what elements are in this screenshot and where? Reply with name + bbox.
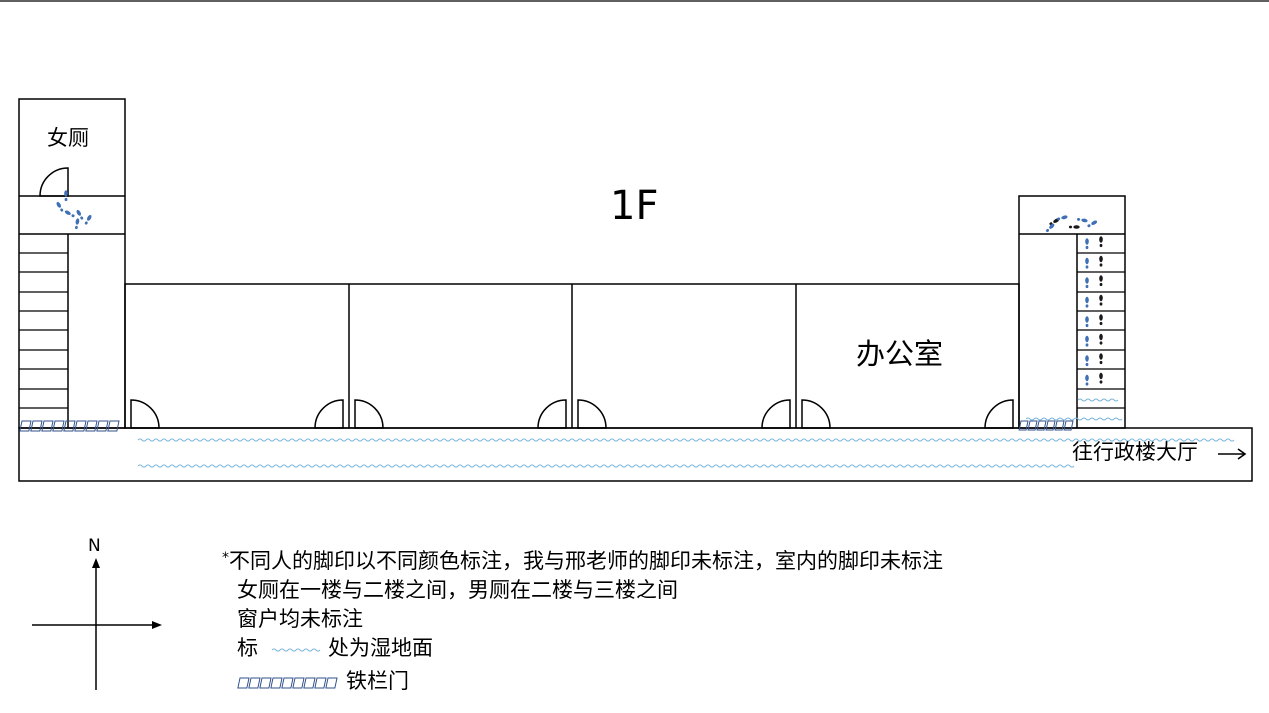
footprint-icon [1085, 296, 1089, 308]
footprint-icon [1085, 374, 1089, 386]
door-swing-icon [314, 399, 344, 429]
wet-floor-wave-icon [137, 438, 1235, 442]
footprint-icon [1085, 277, 1089, 289]
footprint-icon [1099, 372, 1103, 384]
corridor [18, 427, 1253, 482]
door-swing-icon [354, 399, 384, 429]
footprint-icon [1099, 255, 1103, 267]
east-stairs [1077, 252, 1125, 409]
west-stairs [19, 252, 68, 409]
footprint-icon [84, 214, 92, 225]
footprint-icon [1085, 316, 1089, 328]
office-label: 办公室 [856, 337, 944, 371]
door-swing-icon [984, 399, 1014, 429]
compass-arrow-icon [32, 558, 162, 690]
wet-floor-wave-icon [1077, 398, 1119, 402]
footprint-icon [1046, 223, 1055, 232]
exit-label: 往行政楼大厅 [1072, 440, 1198, 464]
footprints [56, 190, 1103, 386]
footprint-icon [64, 210, 75, 218]
footprint-icon [1099, 314, 1103, 326]
legend-note-restrooms: 女厕在一楼与二楼之间，男厕在二楼与三楼之间 [237, 578, 678, 602]
footprint-icon [1099, 236, 1103, 248]
door-swing-icon [761, 399, 791, 429]
footprint-icon [64, 190, 68, 202]
wet-floor-wave-icon [1025, 417, 1123, 421]
footprint-icon [1099, 275, 1103, 287]
exit-arrow-icon [1218, 448, 1247, 460]
door-swing-icon [130, 399, 160, 429]
door-swing-icon [39, 167, 69, 197]
footprint-icon [1085, 238, 1089, 250]
footprint-icon [1099, 353, 1103, 365]
footprint-icon [1085, 257, 1089, 269]
legend-note-windows: 窗户均未标注 [237, 607, 363, 631]
wet-prefix: 标 [237, 636, 258, 660]
footprint-icon [1087, 220, 1098, 228]
footprint-icon [76, 209, 84, 220]
footprint-icon [1099, 333, 1103, 345]
footprint-icon [1099, 294, 1103, 306]
legend-gate-label: 铁栏门 [346, 669, 409, 693]
compass-north-label: N [88, 536, 101, 556]
footprint-icon [1085, 335, 1089, 347]
legend-note-footprints: *不同人的脚印以不同颜色标注，我与邢老师的脚印未标注，室内的脚印未标注 [222, 551, 943, 572]
footprint-icon [1076, 217, 1088, 223]
legend-note-wet: 标 处为湿地面 [237, 638, 433, 659]
footprint-icon [1085, 355, 1089, 367]
footprint-icon [1057, 215, 1068, 221]
iron-gate-icon [19, 420, 120, 432]
footprint-icon [74, 218, 80, 230]
door-swing-icon [537, 399, 567, 429]
womens-restroom-label: 女厕 [47, 126, 89, 150]
east-tower [1018, 195, 1126, 429]
wet-floor-waves [137, 398, 1235, 652]
door-swing-icon [801, 399, 831, 429]
wet-floor-wave-icon [137, 464, 1075, 468]
wet-floor-wave-icon [271, 648, 321, 652]
iron-gates [19, 420, 1074, 689]
doors [39, 167, 1014, 429]
floor-title: 1F [610, 183, 659, 229]
iron-gate-icon [237, 677, 338, 689]
note-star: * [222, 550, 229, 566]
wet-suffix: 处为湿地面 [328, 636, 433, 660]
note-footprints-text: 不同人的脚印以不同颜色标注，我与邢老师的脚印未标注，室内的脚印未标注 [229, 549, 943, 573]
door-swing-icon [577, 399, 607, 429]
footprint-icon [1068, 225, 1080, 229]
iron-gate-icon [1018, 420, 1074, 431]
footprint-icon [56, 201, 64, 212]
